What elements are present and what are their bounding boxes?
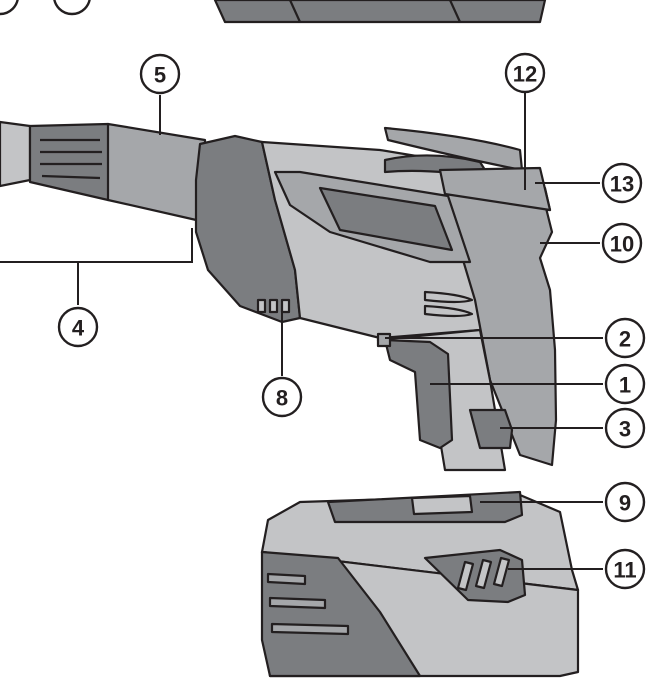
nose-cone — [106, 122, 207, 224]
callouts: 5 12 13 10 4 2 1 8 — [57, 52, 646, 590]
callout-1: 1 — [604, 363, 646, 405]
front-vent-1 — [256, 298, 267, 314]
battery-rib-2 — [268, 596, 327, 610]
battery-pack — [260, 490, 580, 678]
rear-grip — [443, 192, 558, 467]
body-vent-2 — [423, 304, 474, 318]
charge-led-3 — [492, 556, 511, 588]
lock-button — [468, 408, 514, 450]
callout-13: 13 — [601, 162, 643, 204]
callout-11-circle — [604, 548, 646, 590]
leader-4-bracket — [0, 228, 193, 263]
top-cutoff-lines — [288, 0, 462, 23]
callout-9: 9 — [604, 481, 646, 523]
callout-10-circle — [601, 222, 643, 264]
callout-4: 4 — [57, 306, 99, 348]
callout-12: 12 — [504, 52, 546, 94]
top-cutoff-figure — [0, 0, 547, 24]
callout-5-label: 5 — [154, 63, 166, 88]
callout-9-label: 9 — [619, 491, 631, 516]
belt-hook-assembly — [383, 126, 552, 212]
trigger-assembly — [376, 328, 514, 472]
charge-led-1 — [456, 560, 475, 592]
callout-12-circle — [504, 52, 546, 94]
callout-4-circle — [57, 306, 99, 348]
callout-10: 10 — [601, 222, 643, 264]
callout-12-label: 12 — [513, 62, 537, 87]
leader-lines — [0, 92, 603, 570]
callout-3: 3 — [604, 407, 646, 449]
body-recess-inner — [318, 186, 454, 252]
callout-10-label: 10 — [610, 232, 634, 257]
top-cutoff-circle-a — [0, 0, 19, 16]
callout-13-circle — [601, 162, 643, 204]
callout-13-label: 13 — [610, 172, 634, 197]
reverse-switch — [376, 332, 392, 348]
charge-led-2 — [474, 558, 493, 590]
battery-release-button — [410, 494, 474, 516]
callout-1-label: 1 — [619, 373, 631, 398]
front-housing — [194, 134, 302, 324]
top-cap — [438, 166, 552, 212]
callout-3-circle — [604, 407, 646, 449]
callout-8-label: 8 — [276, 386, 288, 411]
callout-11: 11 — [604, 548, 646, 590]
callout-2: 2 — [604, 317, 646, 359]
battery-rib-3 — [270, 622, 350, 636]
callout-5: 5 — [139, 53, 181, 95]
callout-5-circle — [139, 53, 181, 95]
callout-3-label: 3 — [619, 417, 631, 442]
nose-assembly — [0, 120, 207, 224]
callout-9-circle — [604, 481, 646, 523]
housing — [194, 134, 558, 467]
top-cutoff-shape — [213, 0, 547, 24]
callout-4-label: 4 — [72, 316, 85, 341]
sleeve-grip-ribs — [40, 138, 102, 180]
callout-8-circle — [261, 376, 303, 418]
callout-11-label: 11 — [613, 558, 636, 583]
callout-2-circle — [604, 317, 646, 359]
front-vent-2 — [268, 298, 279, 314]
top-cutoff-circle-b — [53, 0, 91, 16]
battery-rib-1 — [266, 572, 307, 586]
trigger — [383, 338, 454, 450]
body-vent-1 — [423, 290, 474, 304]
callout-2-label: 2 — [619, 327, 631, 352]
bit-shaft — [0, 120, 32, 188]
front-vent-3 — [280, 298, 291, 314]
callout-8: 8 — [261, 376, 303, 418]
callout-1-circle — [604, 363, 646, 405]
